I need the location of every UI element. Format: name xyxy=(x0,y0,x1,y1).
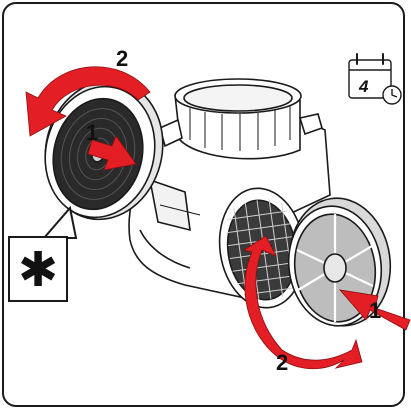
left-carbon-filter xyxy=(44,79,164,221)
step-2-label-left: 2 xyxy=(116,46,128,71)
callout-pointer xyxy=(41,205,78,239)
callout-box: ✱ xyxy=(8,236,68,302)
asterisk-icon: ✱ xyxy=(17,242,59,298)
rotation-arrow-left xyxy=(25,66,151,137)
step-1-label-right: 1 xyxy=(369,298,381,323)
rotation-arrow-right xyxy=(242,235,363,370)
step-1-label-left: 1 xyxy=(86,120,98,145)
step-2-label-right: 2 xyxy=(276,350,288,375)
calendar-number: 4 xyxy=(358,77,369,96)
push-arrow-right xyxy=(338,289,411,331)
calendar-clock-icon xyxy=(348,53,402,105)
push-arrow-left xyxy=(87,135,137,171)
